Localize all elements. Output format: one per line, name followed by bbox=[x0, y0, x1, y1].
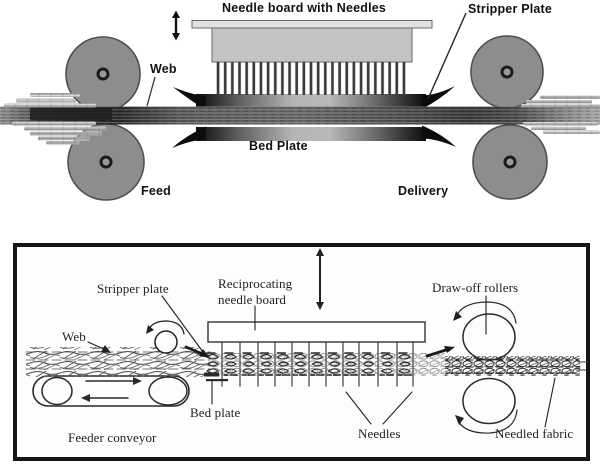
web-pointer-line bbox=[146, 76, 156, 107]
needles bbox=[221, 341, 414, 387]
top-diagram bbox=[0, 10, 600, 201]
needles-row bbox=[215, 62, 409, 95]
bottom-needles-label: Needles bbox=[358, 426, 401, 441]
stripper-left-wing bbox=[173, 87, 206, 110]
bottom-draw-off-rollers-label: Draw-off rollers bbox=[432, 280, 519, 295]
stripper-plate-arrow-icon bbox=[184, 345, 210, 358]
roller-rotation-top-icon bbox=[456, 301, 517, 324]
needle-board bbox=[191, 20, 433, 95]
reciprocation-arrow-icon bbox=[172, 10, 180, 41]
feed-roller-bottom-hub bbox=[99, 155, 113, 169]
bottom-feeder-conveyor-label: Feeder conveyor bbox=[68, 430, 157, 445]
web-fiber-band bbox=[25, 347, 211, 377]
bottom-web-label: Web bbox=[62, 329, 86, 344]
top-bed-plate-label: Bed Plate bbox=[249, 139, 308, 153]
stripper-plate-bar bbox=[173, 86, 455, 110]
needled-fabric-band bbox=[445, 356, 589, 376]
feeder-conveyor bbox=[32, 375, 190, 407]
delivery-rollers bbox=[470, 35, 548, 200]
conveyor-arrow-right-icon bbox=[133, 377, 142, 385]
bed-plate-marks bbox=[204, 372, 228, 382]
delivery-roller-bottom-hub bbox=[503, 155, 517, 169]
feed-roller-top-hub bbox=[96, 67, 110, 81]
needles-pointer-lines bbox=[345, 391, 413, 425]
needle-board-body bbox=[211, 27, 413, 63]
web-strands-left bbox=[4, 93, 106, 145]
stripper-right-wing bbox=[422, 86, 455, 109]
bottom-stripper-plate-label: Stripper plate bbox=[97, 281, 169, 296]
top-title-label: Needle board with Needles bbox=[222, 1, 387, 15]
roller-rotation-bottom-icon bbox=[457, 409, 518, 434]
bed-right-wing bbox=[422, 125, 456, 147]
web-band bbox=[0, 106, 600, 125]
draw-off-rollers bbox=[453, 301, 518, 434]
bed-left-wing bbox=[172, 126, 206, 148]
draw-off-roller-top bbox=[462, 313, 516, 361]
fabric-direction-arrow-icon bbox=[425, 346, 455, 358]
needle-board-top-plate bbox=[191, 20, 433, 29]
top-feed-label: Feed bbox=[141, 184, 171, 198]
draw-off-roller-bottom bbox=[462, 377, 516, 425]
top-delivery-label: Delivery bbox=[398, 184, 449, 198]
feed-rollers bbox=[65, 36, 145, 201]
conveyor-roller-left bbox=[41, 376, 73, 406]
stripper-roller-rotation-icon bbox=[146, 320, 185, 335]
delivery-roller-top-hub bbox=[500, 65, 514, 79]
stripper-pointer-line bbox=[427, 12, 467, 100]
reciprocating-needle-board bbox=[207, 321, 426, 343]
stripper-roller bbox=[154, 330, 178, 354]
conveyor-arrow-left-icon bbox=[81, 394, 90, 402]
bottom-needle-board-label: Reciprocating needle board bbox=[218, 276, 293, 307]
bottom-bed-plate-label: Bed plate bbox=[190, 405, 241, 420]
web-label-arrow-icon bbox=[87, 341, 111, 353]
top-stripper-plate-label: Stripper Plate bbox=[468, 2, 553, 16]
web-strands-right bbox=[521, 95, 600, 134]
bed-plate-bar bbox=[172, 125, 456, 148]
needled-fabric-pointer-line bbox=[544, 377, 556, 428]
top-web-label: Web bbox=[150, 62, 177, 76]
reciprocation-arrow-bottom-icon bbox=[316, 248, 324, 310]
stripper-plate-pointer-line bbox=[161, 295, 204, 353]
bottom-diagram bbox=[25, 248, 589, 434]
bottom-needled-fabric-label: Needled fabric bbox=[495, 426, 574, 441]
